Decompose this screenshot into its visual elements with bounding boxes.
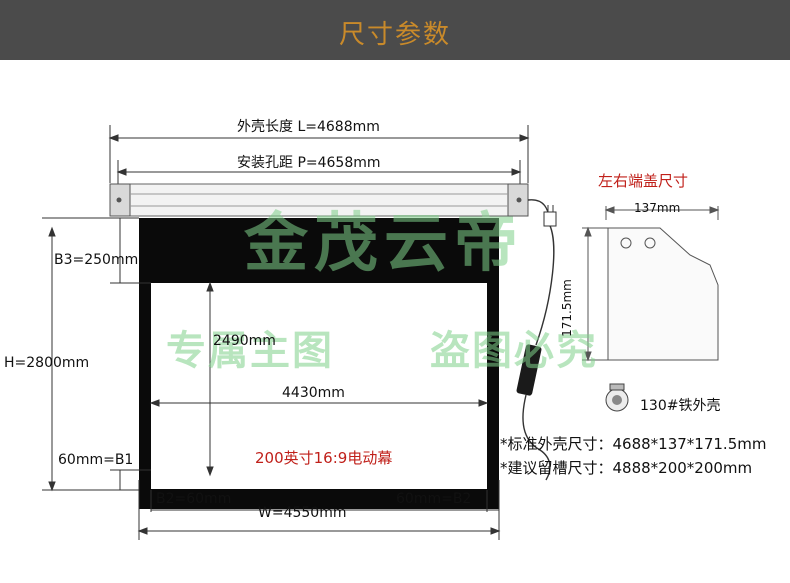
b1-label: 60mm=B1	[58, 452, 134, 468]
b2-left-label: B2=60mm	[156, 491, 232, 507]
standard-size-spec: *标准外壳尺寸：4688*137*171.5mm	[500, 435, 767, 453]
header-bar: 尺寸参数	[0, 0, 790, 60]
slot-size-spec: *建议留槽尺寸：4888*200*200mm	[500, 459, 753, 477]
end-cap-height-label: 171.5mm	[559, 279, 574, 337]
housing-length-label: 外壳长度 L=4688mm	[237, 119, 380, 135]
watermark-logo: 金茂云帝	[244, 207, 524, 281]
screen-frame	[139, 218, 499, 509]
screen-size-label: 200英寸16:9电动幕	[255, 449, 393, 467]
b2-right-label: 60mm=B2	[396, 491, 472, 507]
hole-distance-label: 安装孔距 P=4658mm	[237, 155, 381, 171]
shell-label: 130#铁外壳	[640, 398, 721, 414]
end-cap-title: 左右端盖尺寸	[598, 172, 689, 190]
watermark-line2: 盗图必究	[430, 328, 598, 374]
end-cap-width-label: 137mm	[634, 201, 681, 215]
end-cap-drawing	[582, 206, 720, 362]
watermark-line1: 专属主图	[166, 328, 334, 374]
b3-label: B3=250mm	[54, 252, 139, 268]
h-label: H=2800mm	[4, 355, 90, 371]
view-height-label: 2490mm	[213, 333, 276, 349]
dimension-diagram	[42, 125, 720, 540]
screen-housing	[109, 183, 529, 217]
view-width-label: 4430mm	[282, 385, 345, 401]
w-label: W=4550mm	[258, 505, 347, 521]
page-title: 尺寸参数	[338, 20, 451, 50]
motor-icon	[605, 383, 629, 412]
